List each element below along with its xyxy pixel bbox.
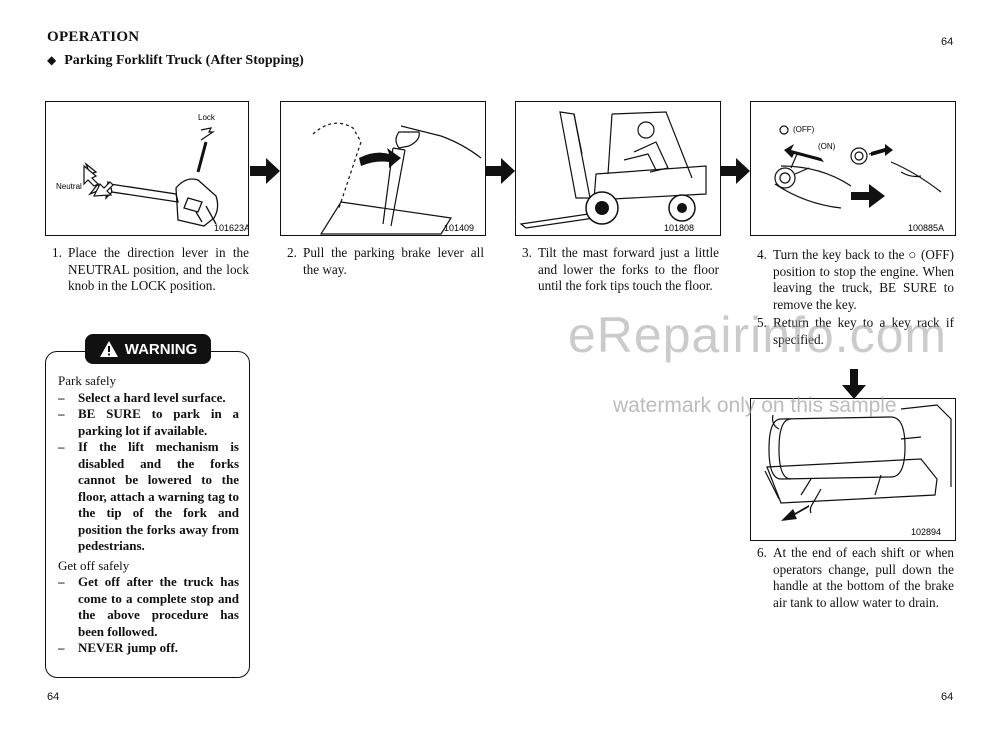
step-3: 3. Tilt the mast forward just a little a… [522, 245, 719, 295]
step-number: 5. [757, 315, 767, 330]
warning-item: –Select a hard level surface. [58, 389, 226, 405]
neutral-label: Neutral [56, 182, 82, 191]
figure-forklift: 101808 [515, 101, 721, 236]
step-6: 6. At the end of each shift or when oper… [757, 545, 954, 611]
key-switch-illustration: (OFF) (ON) 100885A [774, 125, 944, 233]
figure-code: 100885A [908, 223, 944, 233]
warning-item: –Get off after the truck has come to a c… [58, 574, 239, 639]
warning-body: Park safely –Select a hard level surface… [58, 371, 239, 657]
off-symbol-icon: ○ [908, 247, 918, 262]
figure-brake-air-tank: 102894 [750, 398, 956, 541]
direction-lever-illustration: Lock Neutral 101623A [56, 113, 248, 233]
step-text: Turn the key back to the ○ (OFF) positio… [773, 247, 954, 313]
diamond-bullet-icon: ◆ [47, 53, 57, 67]
step-1: 1. Place the direction lever in the NEUT… [52, 245, 249, 295]
page-number-footer-left: 64 [47, 691, 60, 703]
subtitle: ◆ Parking Forklift Truck (After Stopping) [47, 53, 304, 69]
arrow-right-icon [485, 158, 515, 184]
on-label: (ON) [818, 142, 836, 151]
subtitle-text: Parking Forklift Truck (After Stopping) [64, 53, 304, 68]
step-text-b: (OFF) position to stop the engine. When … [773, 247, 954, 312]
lock-label: Lock [198, 113, 216, 122]
page-number-top: 64 [941, 36, 954, 48]
parking-brake-illustration: 101409 [312, 122, 482, 235]
warning-item: –BE SURE to park in a parking lot if ava… [58, 406, 239, 438]
warning-header: WARNING [85, 334, 211, 364]
arrow-down-icon [842, 369, 866, 399]
step-5: 5. Return the key to a key rack if speci… [757, 315, 954, 348]
section-title: OPERATION [47, 29, 140, 45]
figure-parking-brake: 101409 [280, 101, 486, 236]
step-number: 6. [757, 545, 767, 560]
warning-title: WARNING [124, 340, 198, 358]
figure-code: 101808 [664, 223, 694, 233]
warning-heading-getoff: Get off safely [58, 557, 130, 573]
step-text: Place the direction lever in the NEUTRAL… [68, 245, 249, 293]
figure-code: 102894 [911, 527, 941, 537]
figure-direction-lever: Lock Neutral 101623A [45, 101, 249, 236]
step-number: 1. [52, 245, 62, 260]
step-text-a: Turn the key back to the [773, 247, 905, 262]
step-2: 2. Pull the parking brake lever all the … [287, 245, 484, 278]
step-text: Tilt the mast forward just a little and … [538, 245, 719, 293]
forklift-illustration: 101808 [519, 111, 707, 233]
arrow-right-icon [250, 158, 280, 184]
arrow-right-icon [720, 158, 750, 184]
watermark-main: eRepairinfo.com [568, 307, 948, 363]
warning-item: –NEVER jump off. [58, 640, 179, 655]
step-number: 2. [287, 245, 297, 260]
step-text: At the end of each shift or when operato… [773, 545, 954, 610]
step-number: 3. [522, 245, 532, 260]
figure-code: 101409 [444, 223, 474, 233]
watermark-sub: watermark only on this sample [613, 394, 897, 417]
page-number-footer-right: 64 [941, 691, 954, 703]
brake-air-tank-illustration: 102894 [764, 404, 952, 537]
figure-key-switch: (OFF) (ON) 100885A [750, 101, 956, 236]
figure-code: 101623A [214, 223, 248, 233]
step-4: 4. Turn the key back to the ○ (OFF) posi… [757, 247, 954, 313]
warning-item: –If the lift mechanism is disabled and t… [58, 439, 239, 553]
step-text: Pull the parking brake lever all the way… [303, 245, 484, 277]
warning-triangle-icon [99, 341, 118, 357]
warning-heading-park: Park safely [58, 373, 117, 388]
step-text: Return the key to a key rack if specifie… [773, 315, 954, 347]
step-number: 4. [757, 247, 767, 262]
off-label: (OFF) [793, 125, 815, 134]
